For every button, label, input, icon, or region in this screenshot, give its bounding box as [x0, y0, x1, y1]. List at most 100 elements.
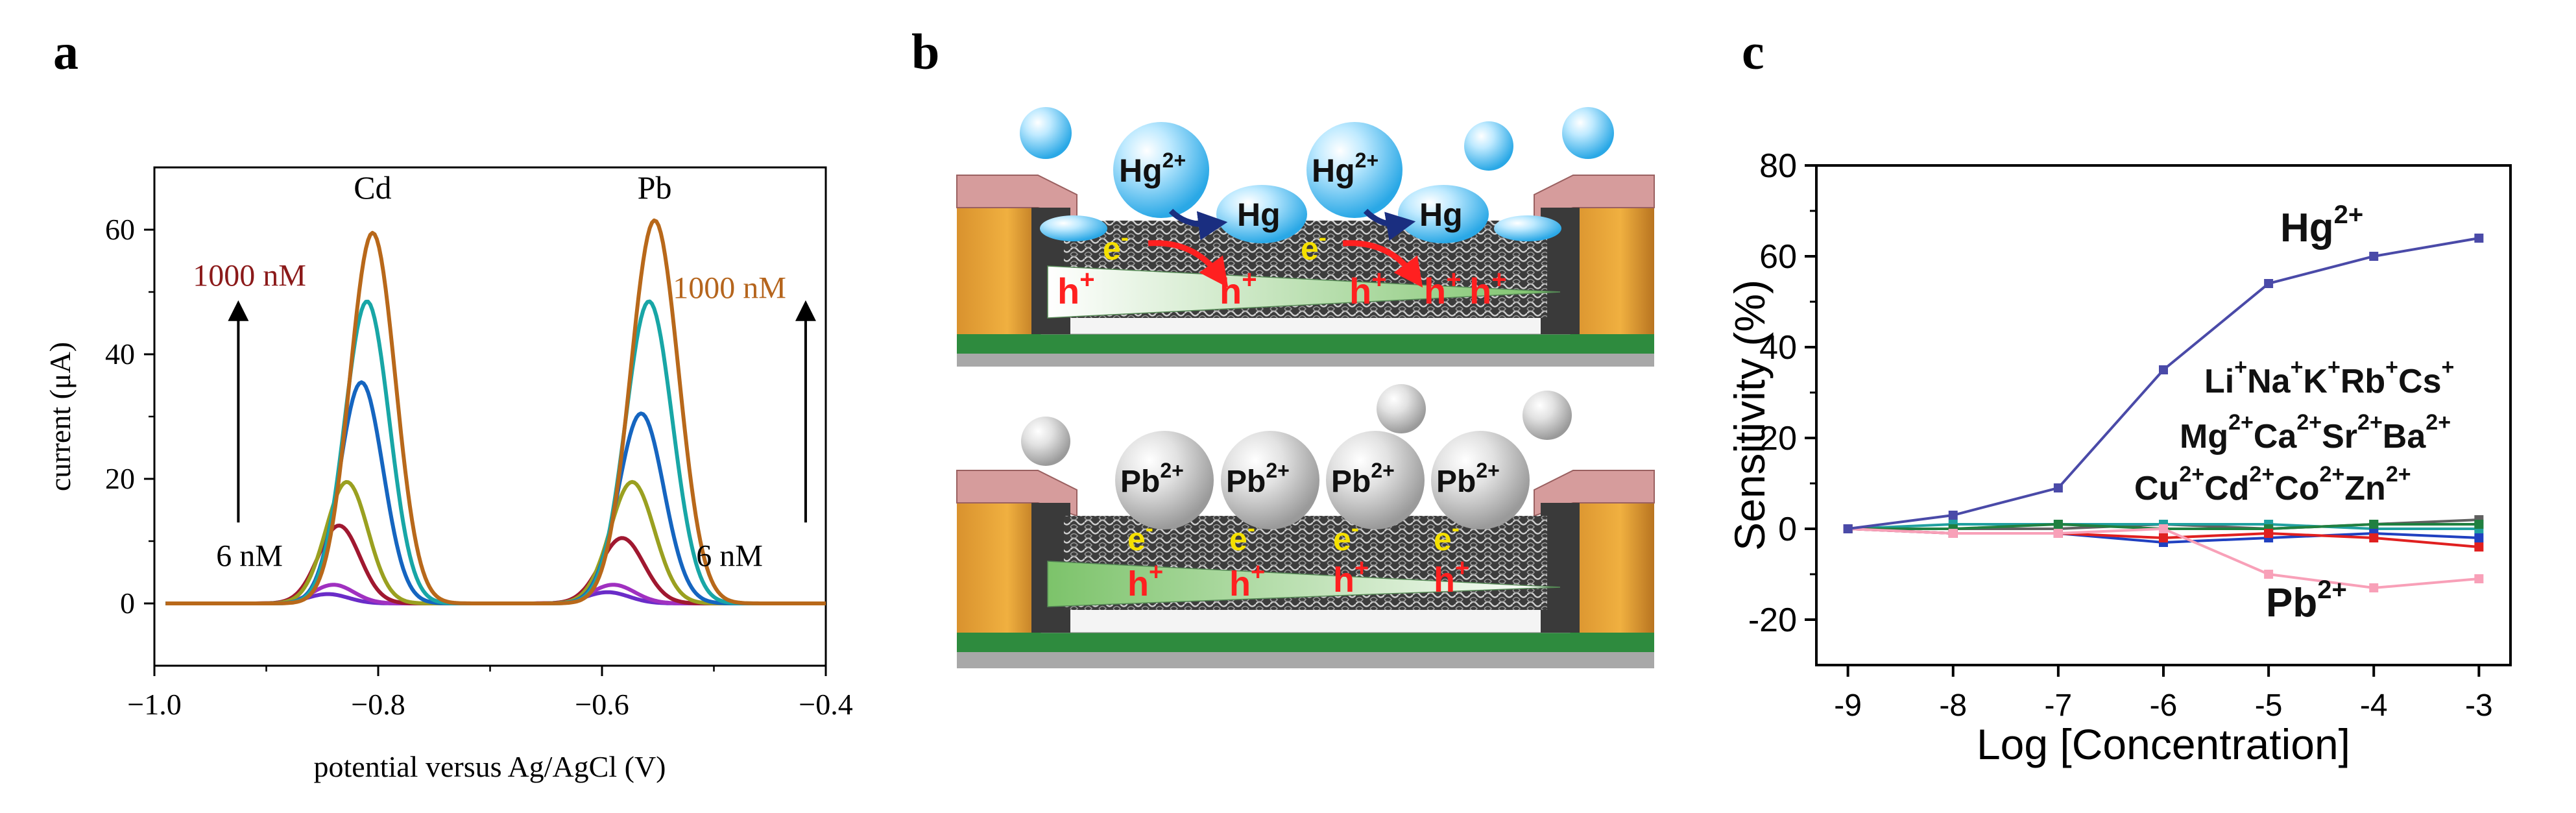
- ion-symbol: Cu: [2134, 470, 2179, 507]
- ion-label: Pb2+: [1436, 459, 1500, 499]
- y-tick-label: 60: [1759, 238, 1797, 276]
- panel-label-b: b: [911, 23, 940, 80]
- peak-label: Pb: [638, 169, 672, 206]
- ion-charge: 2+: [2357, 410, 2383, 435]
- x-tick-label: -8: [1939, 688, 1967, 723]
- hole-label: h+: [1349, 265, 1387, 311]
- data-point: [1948, 511, 1958, 520]
- pb-ion-ball: [1021, 417, 1070, 466]
- electrode-left: [957, 208, 1041, 334]
- hg-droplet: [1040, 215, 1107, 241]
- data-point: [2474, 574, 2484, 583]
- x-tick-label: −0.8: [351, 688, 405, 721]
- pb-ion-ball: [1377, 384, 1426, 433]
- ion-symbol: Li: [2204, 363, 2234, 400]
- x-tick-label: -7: [2045, 688, 2073, 723]
- chart-a-frame: [153, 166, 827, 667]
- data-point: [2159, 533, 2168, 542]
- ion-charge: 2+: [2296, 410, 2322, 435]
- label-alkaline-earth-ions: Mg2+Ca2+Sr2+Ba2+: [2180, 410, 2451, 455]
- electron-label: e-: [1434, 515, 1460, 557]
- hole-label: h+: [1424, 265, 1462, 311]
- ion-symbol: Sr: [2322, 418, 2357, 455]
- hole-label: h+: [1127, 559, 1163, 603]
- ion-charge: 2+: [2426, 410, 2451, 435]
- y-tick-label: 40: [105, 337, 135, 370]
- chart-a-xlabel: potential versus Ag/AgCl (V): [314, 750, 666, 783]
- substrate-green: [957, 334, 1654, 354]
- ion-symbol: K: [2303, 363, 2328, 400]
- electron-transfer-arrow: [1148, 240, 1229, 288]
- hg-ion-ball: [1020, 107, 1072, 159]
- hg-ion-ball: [1113, 122, 1209, 218]
- x-tick-label: -9: [1834, 688, 1862, 723]
- electrode-left: [957, 503, 1041, 633]
- y-tick-label: 80: [1759, 147, 1797, 185]
- ion-charge: +: [2442, 355, 2455, 380]
- ion-label: Pb2+: [1331, 459, 1395, 499]
- chart-c-frame: [1815, 164, 2512, 666]
- ion-label: Pb2+: [1226, 459, 1290, 499]
- pb-ion-ball: [1431, 431, 1530, 529]
- data-point: [2369, 533, 2379, 542]
- device-bottom: Pb2+ Pb2+ Pb2+ Pb2+ e- e- e- e- h+ h+ h+…: [956, 384, 1655, 668]
- data-point: [2264, 279, 2274, 288]
- concentration-label: 6 nM: [696, 539, 763, 573]
- electron-label: e-: [1301, 224, 1327, 267]
- ion-charge: +: [2328, 355, 2341, 380]
- x-tick-label: -3: [2465, 688, 2493, 723]
- channel-white: [1041, 606, 1571, 633]
- substrate-gray: [957, 652, 1654, 668]
- data-point: [2264, 570, 2274, 579]
- electron-label: e-: [1127, 515, 1153, 557]
- data-point: [2369, 583, 2379, 592]
- electrode-right: [1570, 208, 1654, 334]
- peak-label: Cd: [354, 169, 391, 206]
- data-point: [2053, 483, 2063, 492]
- concentration-label: 1000 nM: [673, 271, 786, 306]
- y-tick-label: 0: [120, 587, 135, 620]
- data-point: [2369, 252, 2379, 261]
- hg-ion-ball: [1562, 107, 1614, 159]
- x-tick-label: -4: [2360, 688, 2388, 723]
- hg-droplet: [1494, 215, 1561, 241]
- data-point: [2053, 529, 2063, 538]
- y-tick-label: 60: [105, 213, 135, 246]
- data-point: [2474, 542, 2484, 552]
- chart-a-ylabel: current (μA): [43, 342, 77, 491]
- substrate-gray: [957, 354, 1654, 367]
- ion-symbol: Cs: [2398, 363, 2441, 400]
- hole-label: h+: [1469, 265, 1507, 311]
- panel-label-a: a: [53, 23, 78, 80]
- ion-charge: 2+: [2249, 462, 2274, 487]
- ion-symbol: Co: [2274, 470, 2319, 507]
- x-tick-label: −1.0: [127, 688, 181, 721]
- hole-wedge-top: [1047, 265, 1561, 319]
- data-point: [2159, 524, 2168, 533]
- ion-symbol: Na: [2247, 363, 2291, 400]
- substrate-green: [957, 633, 1654, 652]
- ion-symbol: Ca: [2254, 418, 2298, 455]
- x-tick-label: −0.4: [799, 688, 852, 721]
- hole-label: h+: [1434, 555, 1469, 600]
- ion-charge: 2+: [2228, 410, 2254, 435]
- hole-label: h+: [1229, 559, 1265, 603]
- reduction-arrow: [1363, 208, 1416, 241]
- electron-label: e-: [1229, 515, 1255, 557]
- x-tick-label: −0.6: [575, 688, 629, 721]
- reduction-arrow: [1168, 208, 1228, 241]
- chart-c-xlabel: Log [Concentration]: [1977, 720, 2350, 768]
- hole-wedge-bottom: [1047, 561, 1561, 607]
- data-point: [2474, 533, 2484, 542]
- label-pb: Pb2+: [2266, 576, 2347, 625]
- ion-charge: +: [2385, 355, 2398, 380]
- ion-charge: +: [2291, 355, 2304, 380]
- ion-symbol: Mg: [2180, 418, 2228, 455]
- ion-symbol: Rb: [2341, 363, 2385, 400]
- hg-ion-ball: [1306, 122, 1402, 218]
- pb-ion-ball: [1221, 431, 1319, 529]
- product-label: Hg: [1237, 197, 1281, 233]
- x-tick-label: -6: [2150, 688, 2178, 723]
- product-label: Hg: [1419, 197, 1463, 233]
